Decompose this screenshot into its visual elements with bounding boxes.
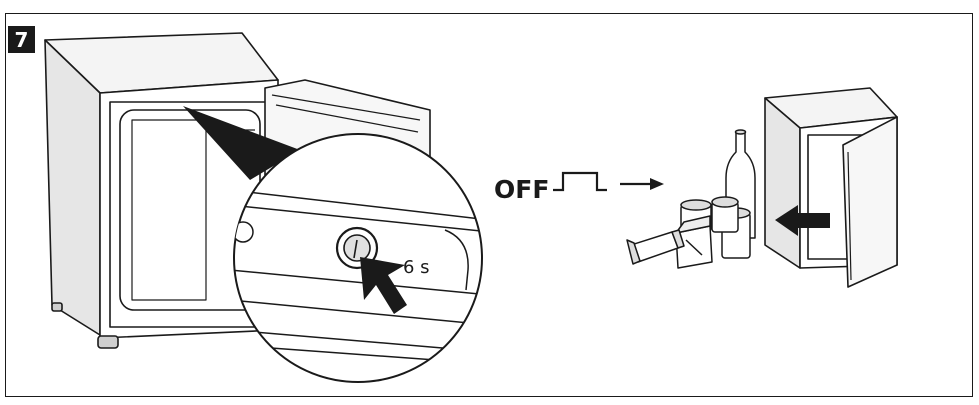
fridge-small-icon	[764, 87, 898, 288]
power-button-icon	[335, 226, 379, 270]
callout-wedge	[183, 106, 300, 180]
off-symbol-icon	[553, 171, 607, 192]
press-arrow-icon	[360, 257, 407, 314]
groceries-icon	[626, 129, 756, 269]
diagram-frame	[5, 13, 973, 397]
off-mode-label: OFF	[494, 175, 549, 204]
zoom-callout-icon: 6 s	[233, 133, 483, 383]
step-number-badge: 7	[8, 26, 35, 53]
hold-time-label: 6 s	[403, 257, 430, 278]
insert-arrow-icon	[775, 205, 830, 236]
right-arrow-icon	[620, 178, 664, 190]
